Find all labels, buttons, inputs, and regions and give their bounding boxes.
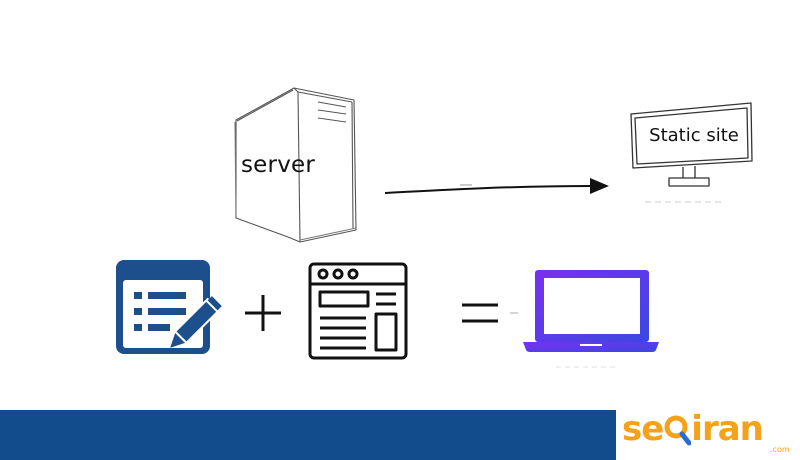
laptop-icon <box>523 270 659 368</box>
edit-list-icon <box>116 260 222 354</box>
equals-symbol <box>462 303 518 323</box>
logo-subtext: .com <box>770 445 790 454</box>
logo-text: se iran <box>622 409 764 449</box>
webpage-layout-icon <box>308 262 408 360</box>
static-site-label: Static site <box>649 125 739 146</box>
logo-text-pre: se <box>622 409 664 449</box>
plus-symbol <box>245 295 281 331</box>
footer-logo-area <box>616 410 800 460</box>
magnifier-icon <box>664 415 692 446</box>
footer-bar <box>0 410 616 460</box>
server-label: server <box>241 152 316 178</box>
arrow-icon <box>384 178 609 194</box>
monitor-icon <box>630 102 753 203</box>
logo-text-post: iran <box>691 409 764 449</box>
server-icon <box>234 87 357 243</box>
